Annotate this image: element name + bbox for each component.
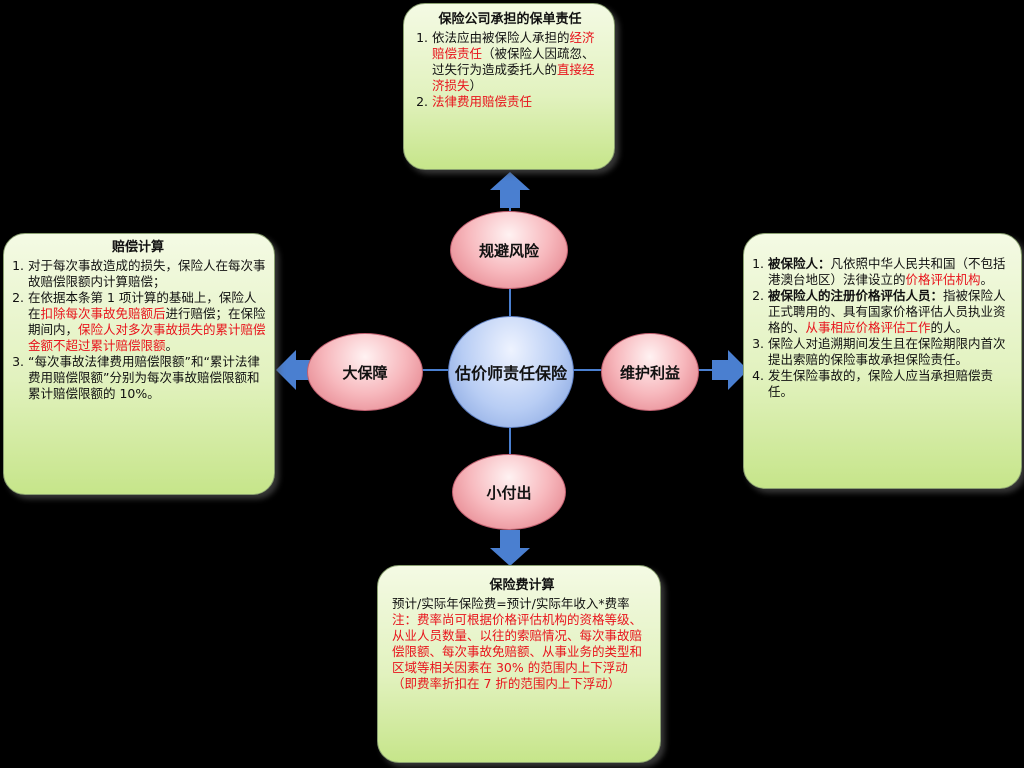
box-title: 保险费计算: [489, 578, 555, 593]
insured-definition-box: 被保险人：凡依照中华人民共和国（不包括港澳台地区）法律设立的价格评估机构。被保险…: [743, 233, 1022, 489]
item-text: 在依据本条第 1 项计算的基础上，保险人在: [28, 290, 257, 321]
arrow-up-icon: [490, 172, 530, 208]
list-item: 被保险人的注册价格评估人员：指被保险人正式聘用的、具有国家价格评估人员执业资格的…: [768, 288, 1013, 336]
list-item: 在依据本条第 1 项计算的基础上，保险人在扣除每次事故免赔额后进行赔偿；在保险期…: [28, 290, 266, 354]
premium-note: 注：费率尚可根据价格评估机构的资格等级、从业人员数量、以往的索赔情况、每次事故赔…: [392, 612, 643, 691]
item-text: ）: [469, 78, 483, 93]
node-avoid-risk: 规避风险: [450, 211, 568, 289]
list-item: 依法应由被保险人承担的经济赔偿责任（被保险人因疏忽、过失行为造成委托人的直接经济…: [432, 30, 606, 94]
box-title: 赔偿计算: [111, 240, 164, 255]
emphasis-text: 从事相应价格评估工作: [805, 320, 931, 335]
compensation-list: 对于每次事故造成的损失，保险人在每次事故赔偿限额内计算赔偿；在依据本条第 1 项…: [10, 258, 266, 402]
node-big-protection: 大保障: [307, 333, 423, 411]
item-text: 凡依照中华人民共和国（不包括港澳台地区）法律设立的: [768, 256, 1006, 287]
emphasis-text: 价格评估机构: [905, 272, 981, 287]
item-text: 。: [165, 338, 179, 353]
compensation-box: 赔偿计算 对于每次事故造成的损失，保险人在每次事故赔偿限额内计算赔偿；在依据本条…: [3, 233, 275, 495]
item-text: 。: [980, 272, 994, 287]
item-text: 对于每次事故造成的损失，保险人在每次事故赔偿限额内计算赔偿；: [28, 258, 266, 289]
node-protect-interests: 维护利益: [601, 333, 699, 411]
emphasis-text: 直接经济损失: [432, 62, 595, 93]
list-item: 被保险人：凡依照中华人民共和国（不包括港澳台地区）法律设立的价格评估机构。: [768, 256, 1013, 288]
item-text: 保险人对追溯期间发生且在保险期限内首次提出索赔的保险事故承担保险责任。: [768, 336, 1006, 367]
list-item: 发生保险事故的，保险人应当承担赔偿责任。: [768, 368, 1013, 400]
item-text: 发生保险事故的，保险人应当承担赔偿责任。: [768, 368, 994, 399]
term-label: 被保险人的注册价格评估人员：: [768, 288, 944, 303]
list-item: 对于每次事故造成的损失，保险人在每次事故赔偿限额内计算赔偿；: [28, 258, 266, 290]
arrow-left-icon: [276, 350, 312, 390]
list-item: “每次事故法律费用赔偿限额”和“累计法律费用赔偿限额”分别为每次事故赔偿限额和累…: [28, 354, 266, 402]
list-item: 保险人对追溯期间发生且在保险期限内首次提出索赔的保险事故承担保险责任。: [768, 336, 1013, 368]
emphasis-text: 扣除每次事故免赔额后: [40, 306, 166, 321]
emphasis-text: 保险人对多次事故损失的累计赔偿金额不超过累计赔偿限额: [28, 322, 266, 353]
item-text: 指被保险人正式聘用的、具有国家价格评估人员执业资格的、: [768, 288, 1006, 335]
node-small-cost: 小付出: [452, 454, 566, 530]
term-label: 被保险人：: [768, 256, 831, 271]
emphasis-text: 法律费用赔偿责任: [432, 94, 533, 109]
item-text: 的人。: [930, 320, 969, 335]
emphasis-text: 经济赔偿责任: [432, 30, 595, 61]
premium-formula: 预计/实际年保险费=预计/实际年收入*费率: [392, 596, 630, 611]
premium-calculation-box: 保险费计算 预计/实际年保险费=预计/实际年收入*费率 注：费率尚可根据价格评估…: [377, 565, 661, 763]
item-text: “每次事故法律费用赔偿限额”和“累计法律费用赔偿限额”分别为每次事故赔偿限额和累…: [28, 354, 260, 401]
center-topic: 估价师责任保险: [448, 316, 574, 428]
definition-list: 被保险人：凡依照中华人民共和国（不包括港澳台地区）法律设立的价格评估机构。被保险…: [750, 256, 1013, 400]
item-text: 依法应由被保险人承担的: [432, 30, 570, 45]
item-text: 进行赔偿；在保险期间内，: [28, 306, 266, 337]
arrow-down-icon: [490, 530, 530, 566]
insurer-liability-box: 保险公司承担的保单责任 依法应由被保险人承担的经济赔偿责任（被保险人因疏忽、过失…: [403, 3, 615, 170]
item-text: （被保险人因疏忽、过失行为造成委托人的: [432, 46, 595, 77]
liability-list: 依法应由被保险人承担的经济赔偿责任（被保险人因疏忽、过失行为造成委托人的直接经济…: [414, 30, 606, 110]
list-item: 法律费用赔偿责任: [432, 94, 606, 110]
arrow-right-icon: [712, 350, 748, 390]
box-title: 保险公司承担的保单责任: [438, 12, 582, 27]
